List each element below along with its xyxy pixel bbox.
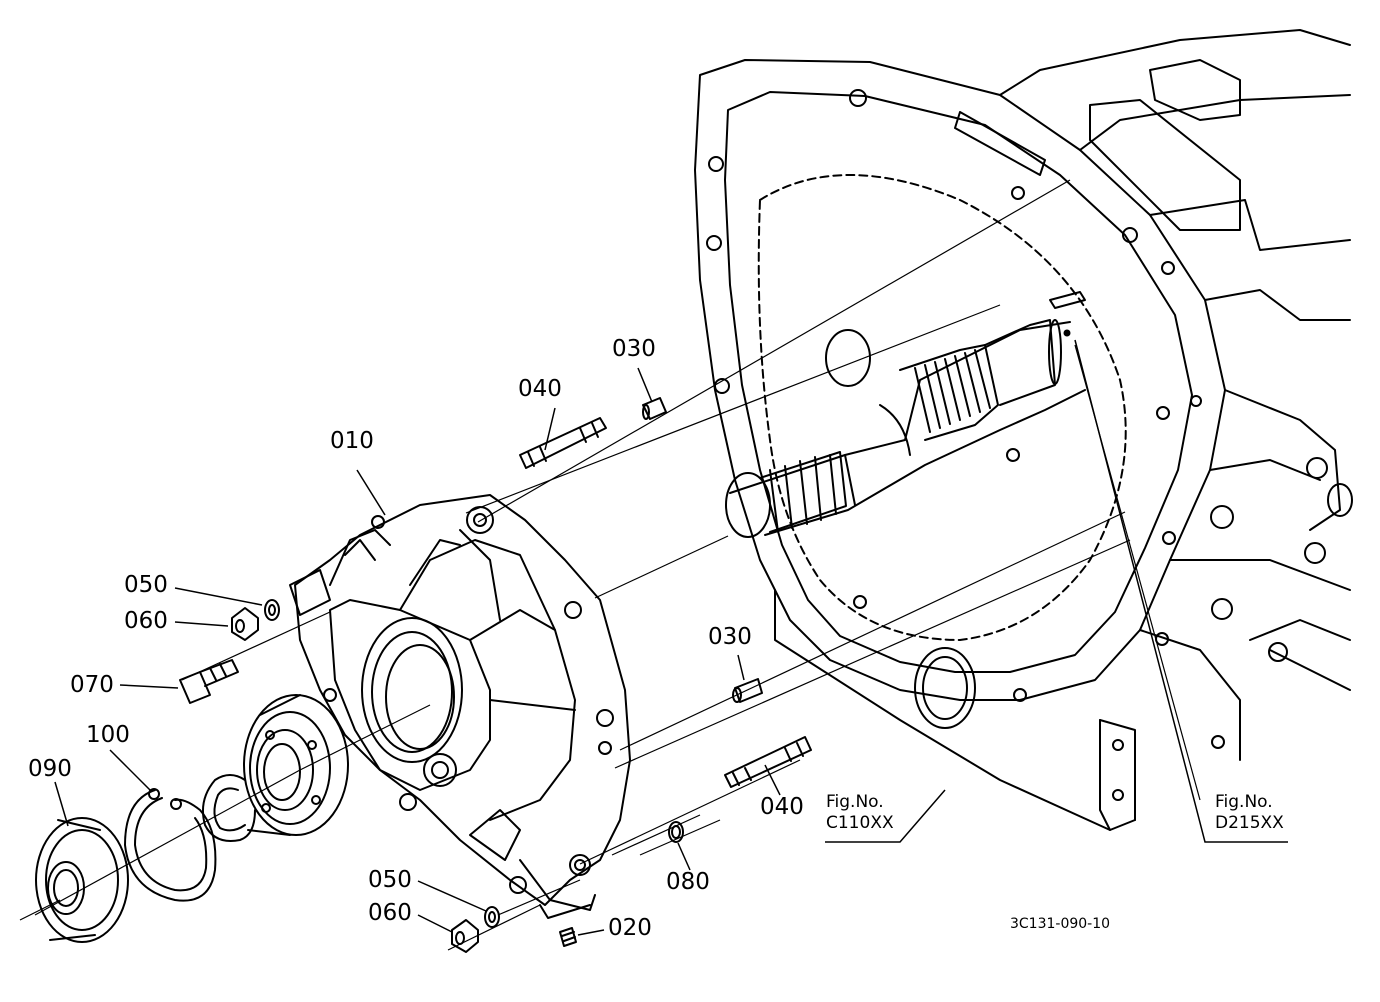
leader-040-upper — [544, 407, 556, 451]
leader-070 — [119, 684, 179, 689]
callout-040-lower[interactable]: 040 — [760, 794, 804, 820]
figure-ref-c110-code: C110XX — [826, 813, 894, 834]
leader-040-lower — [764, 764, 781, 796]
leader-050-upper — [174, 587, 263, 606]
leader-060-lower — [417, 914, 453, 933]
callout-010[interactable]: 010 — [330, 428, 374, 454]
leader-080 — [677, 842, 691, 871]
transmission-housing — [694, 29, 1353, 831]
figure-ref-c110[interactable]: Fig.No. C110XX — [826, 792, 894, 835]
callout-040-upper[interactable]: 040 — [518, 376, 562, 402]
callout-070[interactable]: 070 — [70, 672, 114, 698]
callout-030-lower[interactable]: 030 — [708, 624, 752, 650]
ball-bearing — [243, 694, 349, 836]
internal-circlip — [124, 788, 217, 902]
drawing-code: 3C131-090-10 — [1010, 916, 1111, 932]
leader-090 — [54, 781, 69, 827]
leader-030-upper — [637, 367, 653, 403]
leader-010 — [356, 469, 386, 516]
callout-100[interactable]: 100 — [86, 722, 130, 748]
figure-ref-d215-code: D215XX — [1215, 813, 1284, 834]
leader-100 — [109, 749, 151, 791]
callout-050-lower[interactable]: 050 — [368, 867, 412, 893]
splined-shaft — [725, 319, 1086, 538]
leader-020 — [577, 929, 605, 936]
callout-050-upper[interactable]: 050 — [124, 572, 168, 598]
snap-ring — [202, 774, 256, 842]
cover-assembly — [289, 494, 631, 919]
shaft-reference-dot — [1063, 329, 1071, 337]
callout-020[interactable]: 020 — [608, 915, 652, 941]
leader-030-lower — [737, 654, 745, 681]
leader-d215 — [1074, 339, 1288, 843]
figure-ref-d215[interactable]: Fig.No. D215XX — [1215, 792, 1284, 835]
callout-060-lower[interactable]: 060 — [368, 900, 412, 926]
oil-seal — [35, 817, 129, 943]
leader-lines — [54, 339, 1288, 936]
figure-ref-d215-label: Fig.No. — [1215, 792, 1273, 812]
leader-050-lower — [417, 880, 487, 912]
callout-080[interactable]: 080 — [666, 869, 710, 895]
callout-030-upper[interactable]: 030 — [612, 336, 656, 362]
leader-060-upper — [174, 621, 229, 627]
callout-090[interactable]: 090 — [28, 756, 72, 782]
callout-060-upper[interactable]: 060 — [124, 608, 168, 634]
figure-ref-c110-label: Fig.No. — [826, 792, 884, 812]
assembly-centerlines — [19, 179, 1201, 951]
leader-c110 — [825, 789, 946, 843]
studs-pins-nuts — [179, 397, 812, 953]
